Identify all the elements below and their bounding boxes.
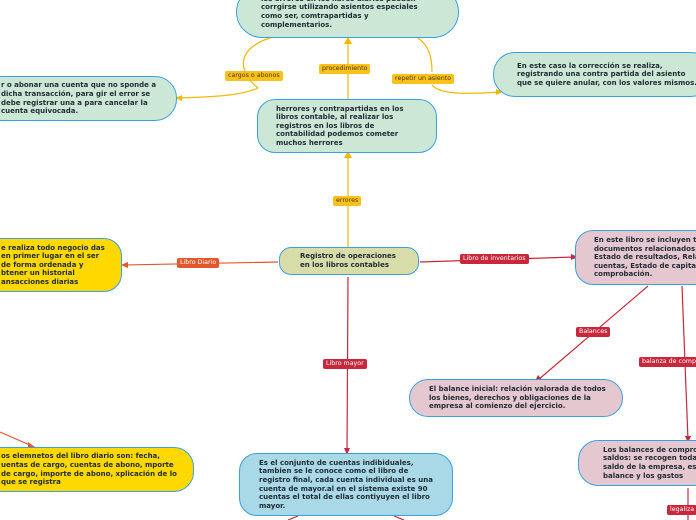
connector-repetir-top [417,37,433,73]
arrowhead-saldos [685,436,691,443]
label-legaliza[interactable]: legaliza [667,505,696,515]
label-libro-inventarios[interactable]: Libro de inventarios [460,254,529,264]
label-libro-mayor[interactable]: Libro mayor [323,359,367,369]
connector-repetir-anular [431,84,501,94]
label-procedimiento[interactable]: procedimiento [319,64,371,74]
node-abonar-cuenta[interactable]: r o abonar una cuenta que no sponde a di… [0,76,177,121]
node-balance-saldos[interactable]: Los balances de compro saldos: se recoge… [578,440,696,486]
connector-elementos [0,431,33,447]
arrowhead-anular [496,89,503,95]
label-balances[interactable]: Balances [576,327,611,337]
node-libro-diario[interactable]: e realiza todo negocio das en primer lug… [0,238,122,292]
arrowhead-errores [344,151,352,158]
label-errores[interactable]: errores [333,196,362,206]
connector-mayor-left [287,515,299,520]
arrowhead-diario [121,262,128,268]
label-balanza-comprobacion[interactable]: balanza de comp [639,357,696,367]
node-libro-mayor[interactable]: Es el conjunto de cuentas indibiduales, … [239,453,453,516]
node-libro-inventarios[interactable]: En este libro se incluyen t documentos r… [575,230,696,285]
label-cargos-abonos[interactable]: cargos o abonos [225,71,283,81]
node-anular-asiento[interactable]: En este caso la corrección se realiza, r… [493,52,696,97]
arrowhead-inventarios [571,254,578,260]
connector-mayor-right [393,515,405,520]
arrowhead-abonar [175,95,182,101]
arrowhead-mayor [344,448,350,455]
arrowhead-procedimiento [344,37,352,44]
node-center-registro[interactable]: Registro de operaciones en los libros co… [279,247,419,275]
label-libro-diario[interactable]: Libro Diario [177,258,220,268]
label-repetir-asiento[interactable]: repetir un asiento [392,74,455,84]
node-herrores-contrapartidas[interactable]: herrores y contrapartidas en los libros … [257,99,437,153]
connector-cargos-abonar [177,87,259,99]
node-elementos-diario[interactable]: os elemnetos del libro diario son: fecha… [0,447,194,492]
node-balance-inicial[interactable]: El balance inicial: relación valorada de… [409,379,623,417]
connector-cargos-top [242,37,271,89]
